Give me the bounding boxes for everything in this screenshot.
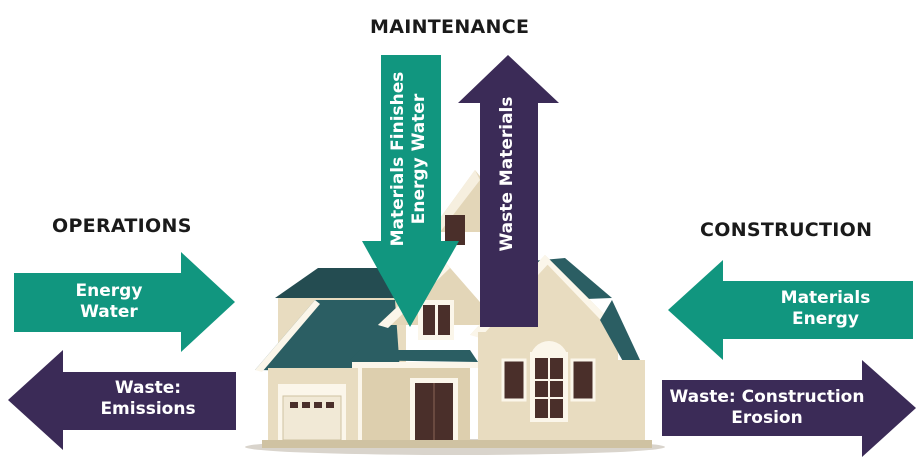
arrow-construction-in: Materials Energy bbox=[668, 260, 913, 360]
arrow-construction-out-label: Waste: Construction Erosion bbox=[667, 387, 867, 429]
arrow-construction-in-label: Materials Energy bbox=[743, 288, 908, 330]
arrow-operations-out-label: Waste: Emissions bbox=[68, 378, 228, 420]
label-line-2: Energy bbox=[792, 309, 859, 329]
arrow-construction-out: Waste: Construction Erosion bbox=[662, 360, 916, 457]
label-line-1: Waste Materials bbox=[497, 96, 517, 252]
label-line-2: Emissions bbox=[100, 399, 196, 419]
heading-maintenance: MAINTENANCE bbox=[370, 16, 530, 38]
label-line-1: Energy bbox=[75, 281, 143, 301]
label-line-1: Materials bbox=[780, 288, 871, 308]
label-line-1: Materials Finishes bbox=[388, 71, 408, 247]
label-line-2: Energy Water bbox=[409, 93, 429, 225]
heading-operations: OPERATIONS bbox=[52, 215, 192, 237]
arrow-maintenance-in: Materials Finishes Energy Water bbox=[362, 55, 459, 327]
arrow-maintenance-in-label: Materials Finishes Energy Water bbox=[388, 59, 432, 259]
label-line-2: Erosion bbox=[731, 408, 803, 428]
label-line-1: Waste: Construction bbox=[669, 387, 865, 407]
arrow-operations-out: Waste: Emissions bbox=[8, 350, 236, 450]
arrow-maintenance-out-label: Waste Materials bbox=[497, 84, 519, 264]
heading-construction: CONSTRUCTION bbox=[700, 219, 873, 241]
label-line-2: Water bbox=[80, 302, 138, 322]
arrow-operations-in: Energy Water bbox=[14, 252, 235, 352]
label-line-1: Waste: bbox=[114, 378, 182, 398]
arrow-operations-in-label: Energy Water bbox=[34, 281, 184, 323]
arrow-maintenance-out: Waste Materials bbox=[458, 55, 559, 327]
